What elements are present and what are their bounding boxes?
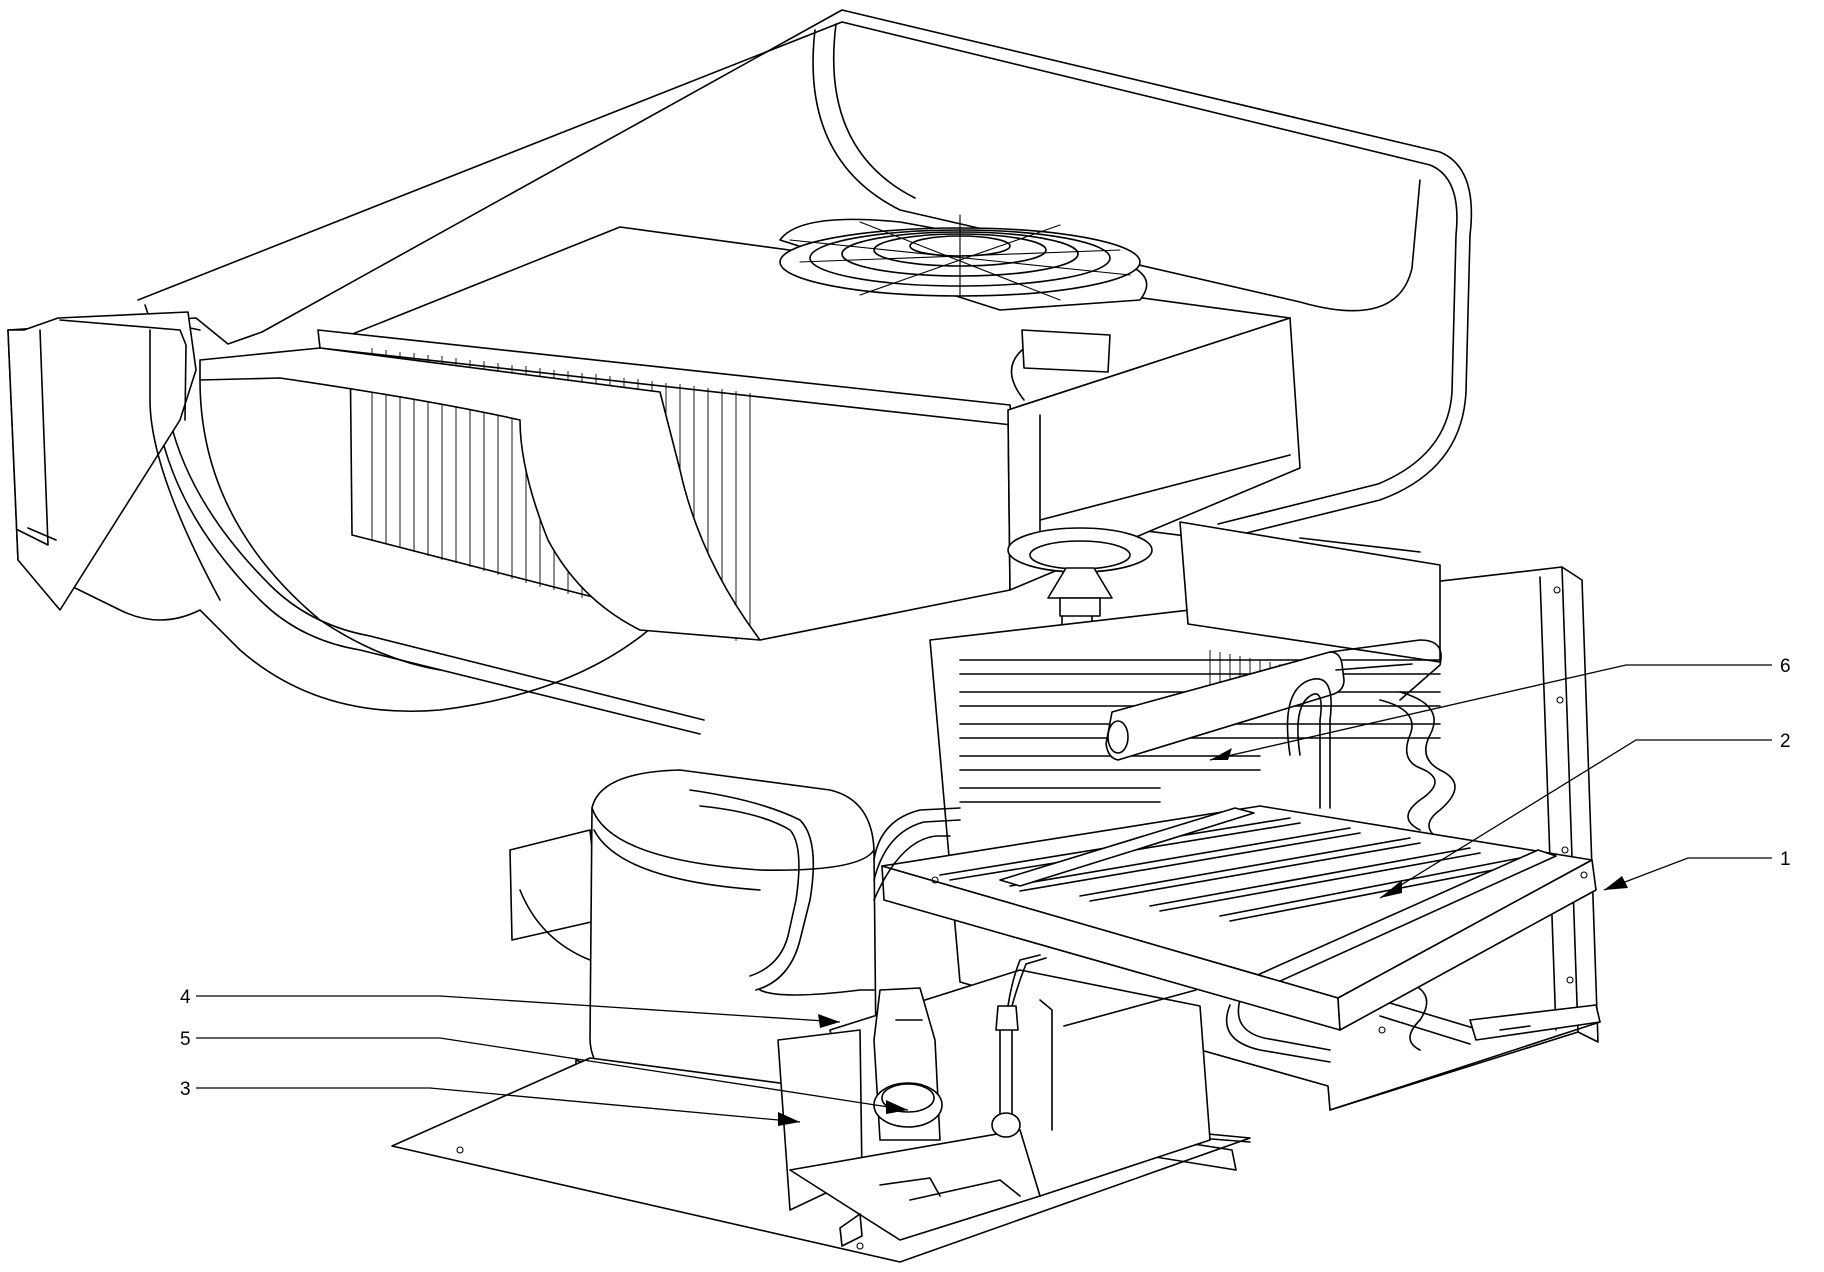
evaporator-fan-box	[200, 215, 1300, 670]
part-label-3: 3	[180, 1079, 191, 1100]
part-label-4: 4	[180, 987, 191, 1008]
leader-6	[1210, 665, 1772, 760]
arrowhead-6	[1210, 748, 1232, 760]
part-label-6: 6	[1780, 656, 1791, 677]
arrowhead-2	[1380, 880, 1402, 898]
leader-4	[196, 996, 840, 1022]
part-label-5: 5	[180, 1029, 191, 1050]
leader-3	[196, 1088, 800, 1122]
part-label-1: 1	[1780, 849, 1791, 870]
arrowhead-5	[886, 1100, 908, 1114]
leader-2	[1380, 740, 1772, 898]
part-label-2: 2	[1780, 731, 1791, 752]
wire-rack	[882, 679, 1596, 1033]
arrowhead-3	[778, 1112, 800, 1126]
leader-1	[1604, 858, 1772, 890]
leader-5	[196, 1038, 908, 1110]
filter-dryer	[1106, 640, 1441, 760]
arrowhead-1	[1604, 876, 1628, 890]
part-labels: 6 2 1 4 5 3	[180, 656, 1791, 1100]
control-box	[778, 955, 1210, 1246]
leader-lines	[196, 665, 1772, 1126]
condenser-coil-tubes	[960, 660, 1440, 802]
arrowhead-4	[818, 1014, 840, 1028]
